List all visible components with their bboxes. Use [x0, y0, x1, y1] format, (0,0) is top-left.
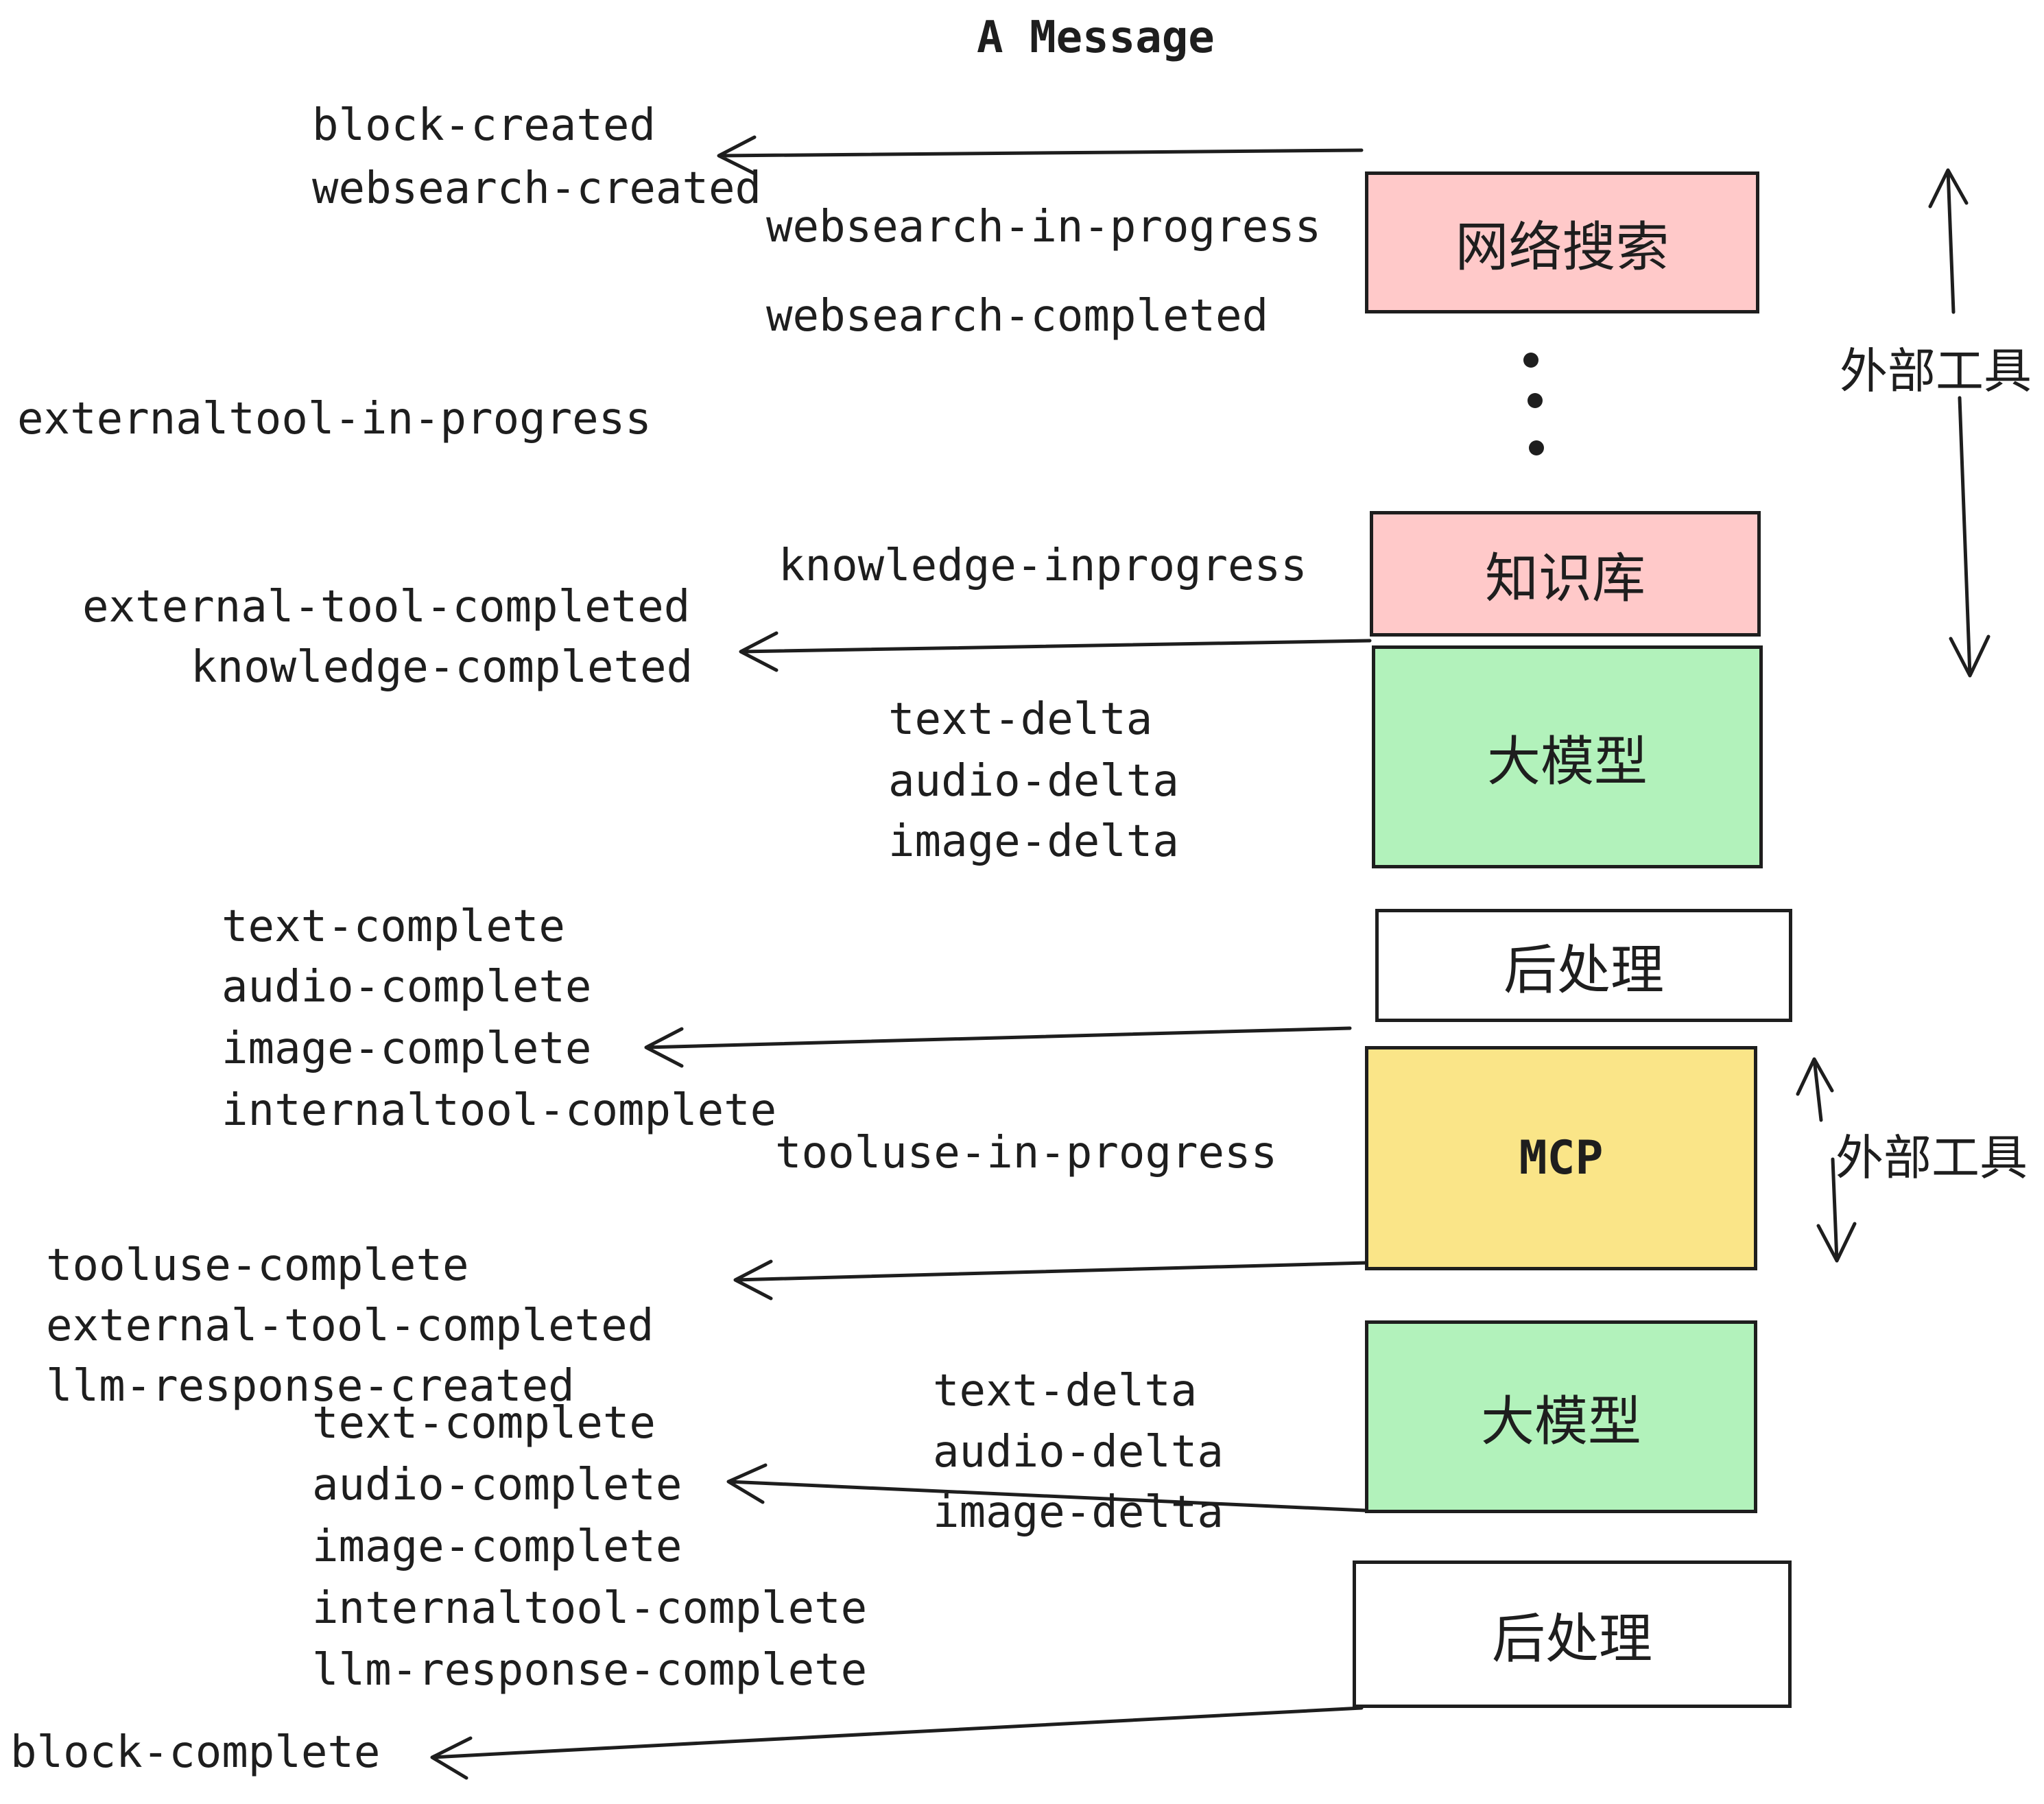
event-external-tool-completed: external-tool-completed — [82, 582, 691, 632]
box-websearch-label: 网络搜索 — [1455, 216, 1669, 278]
external-tools-mcp-up-arrow — [1796, 1057, 1834, 1122]
event-knowledge-completed: knowledge-completed — [191, 642, 693, 693]
arrow-to-websearch-created — [717, 135, 1364, 176]
event-websearch-completed: websearch-completed — [766, 291, 1269, 342]
external-tools-top-up-arrow — [1928, 168, 1969, 314]
event-block-complete: block-complete — [10, 1727, 381, 1778]
box-mcp-label: MCP — [1519, 1131, 1604, 1185]
box-llm-1: 大模型 — [1372, 645, 1763, 868]
event-audio-delta-1: audio-delta — [888, 756, 1179, 807]
arrow-to-tooluse-complete — [733, 1259, 1368, 1301]
box-knowledge-label: 知识库 — [1484, 547, 1645, 610]
box-postprocess-2-label: 后处理 — [1491, 1608, 1652, 1670]
event-audio-delta-2: audio-delta — [933, 1427, 1224, 1477]
arrow-to-knowledge-completed — [739, 631, 1372, 672]
box-llm-1-label: 大模型 — [1486, 731, 1648, 793]
event-internaltool-complete-2: internaltool-complete — [312, 1583, 868, 1634]
box-llm-2-label: 大模型 — [1480, 1390, 1641, 1453]
box-knowledge: 知识库 — [1370, 511, 1761, 637]
event-audio-complete-1: audio-complete — [222, 962, 592, 1012]
box-llm-2: 大模型 — [1365, 1320, 1757, 1513]
arrow-to-image-complete — [644, 1026, 1352, 1068]
event-image-complete-2: image-complete — [312, 1521, 682, 1572]
event-image-delta-2: image-delta — [933, 1487, 1224, 1538]
event-image-complete-1: image-complete — [222, 1023, 592, 1074]
arrow-to-block-complete — [430, 1706, 1364, 1780]
event-text-delta-2: text-delta — [933, 1366, 1198, 1416]
event-audio-complete-2: audio-complete — [312, 1460, 682, 1510]
event-llm-response-created: llm-response-created — [46, 1361, 575, 1412]
event-externaltool-in-progress: externaltool-in-progress — [17, 394, 652, 444]
box-postprocess-2: 后处理 — [1353, 1560, 1792, 1708]
vertical-ellipsis-dots — [1523, 353, 1544, 455]
event-external-tool-completed-2: external-tool-completed — [46, 1301, 654, 1351]
event-websearch-created: websearch-created — [312, 163, 762, 214]
box-websearch: 网络搜索 — [1365, 171, 1759, 313]
event-text-delta-1: text-delta — [888, 694, 1153, 745]
event-internaltool-complete-1: internaltool-complete — [222, 1085, 777, 1136]
event-text-complete-2: text-complete — [312, 1398, 656, 1449]
event-llm-response-complete: llm-response-complete — [312, 1645, 868, 1696]
event-image-delta-1: image-delta — [888, 816, 1179, 867]
page-title: A Message — [977, 12, 1215, 63]
external-tools-top-down-arrow — [1949, 396, 1990, 678]
external-tools-label-top: 外部工具 — [1840, 343, 2032, 399]
event-text-complete-1: text-complete — [222, 901, 565, 952]
external-tools-label-mcp: 外部工具 — [1835, 1130, 2028, 1186]
box-postprocess-1-label: 后处理 — [1503, 939, 1664, 1001]
event-tooluse-in-progress: tooluse-in-progress — [775, 1128, 1278, 1178]
box-postprocess-1: 后处理 — [1375, 909, 1792, 1022]
event-block-created: block-created — [312, 100, 656, 151]
event-websearch-in-progress: websearch-in-progress — [766, 202, 1322, 252]
event-tooluse-complete: tooluse-complete — [46, 1240, 469, 1291]
event-knowledge-inprogress: knowledge-inprogress — [779, 541, 1307, 591]
box-mcp: MCP — [1365, 1046, 1757, 1270]
